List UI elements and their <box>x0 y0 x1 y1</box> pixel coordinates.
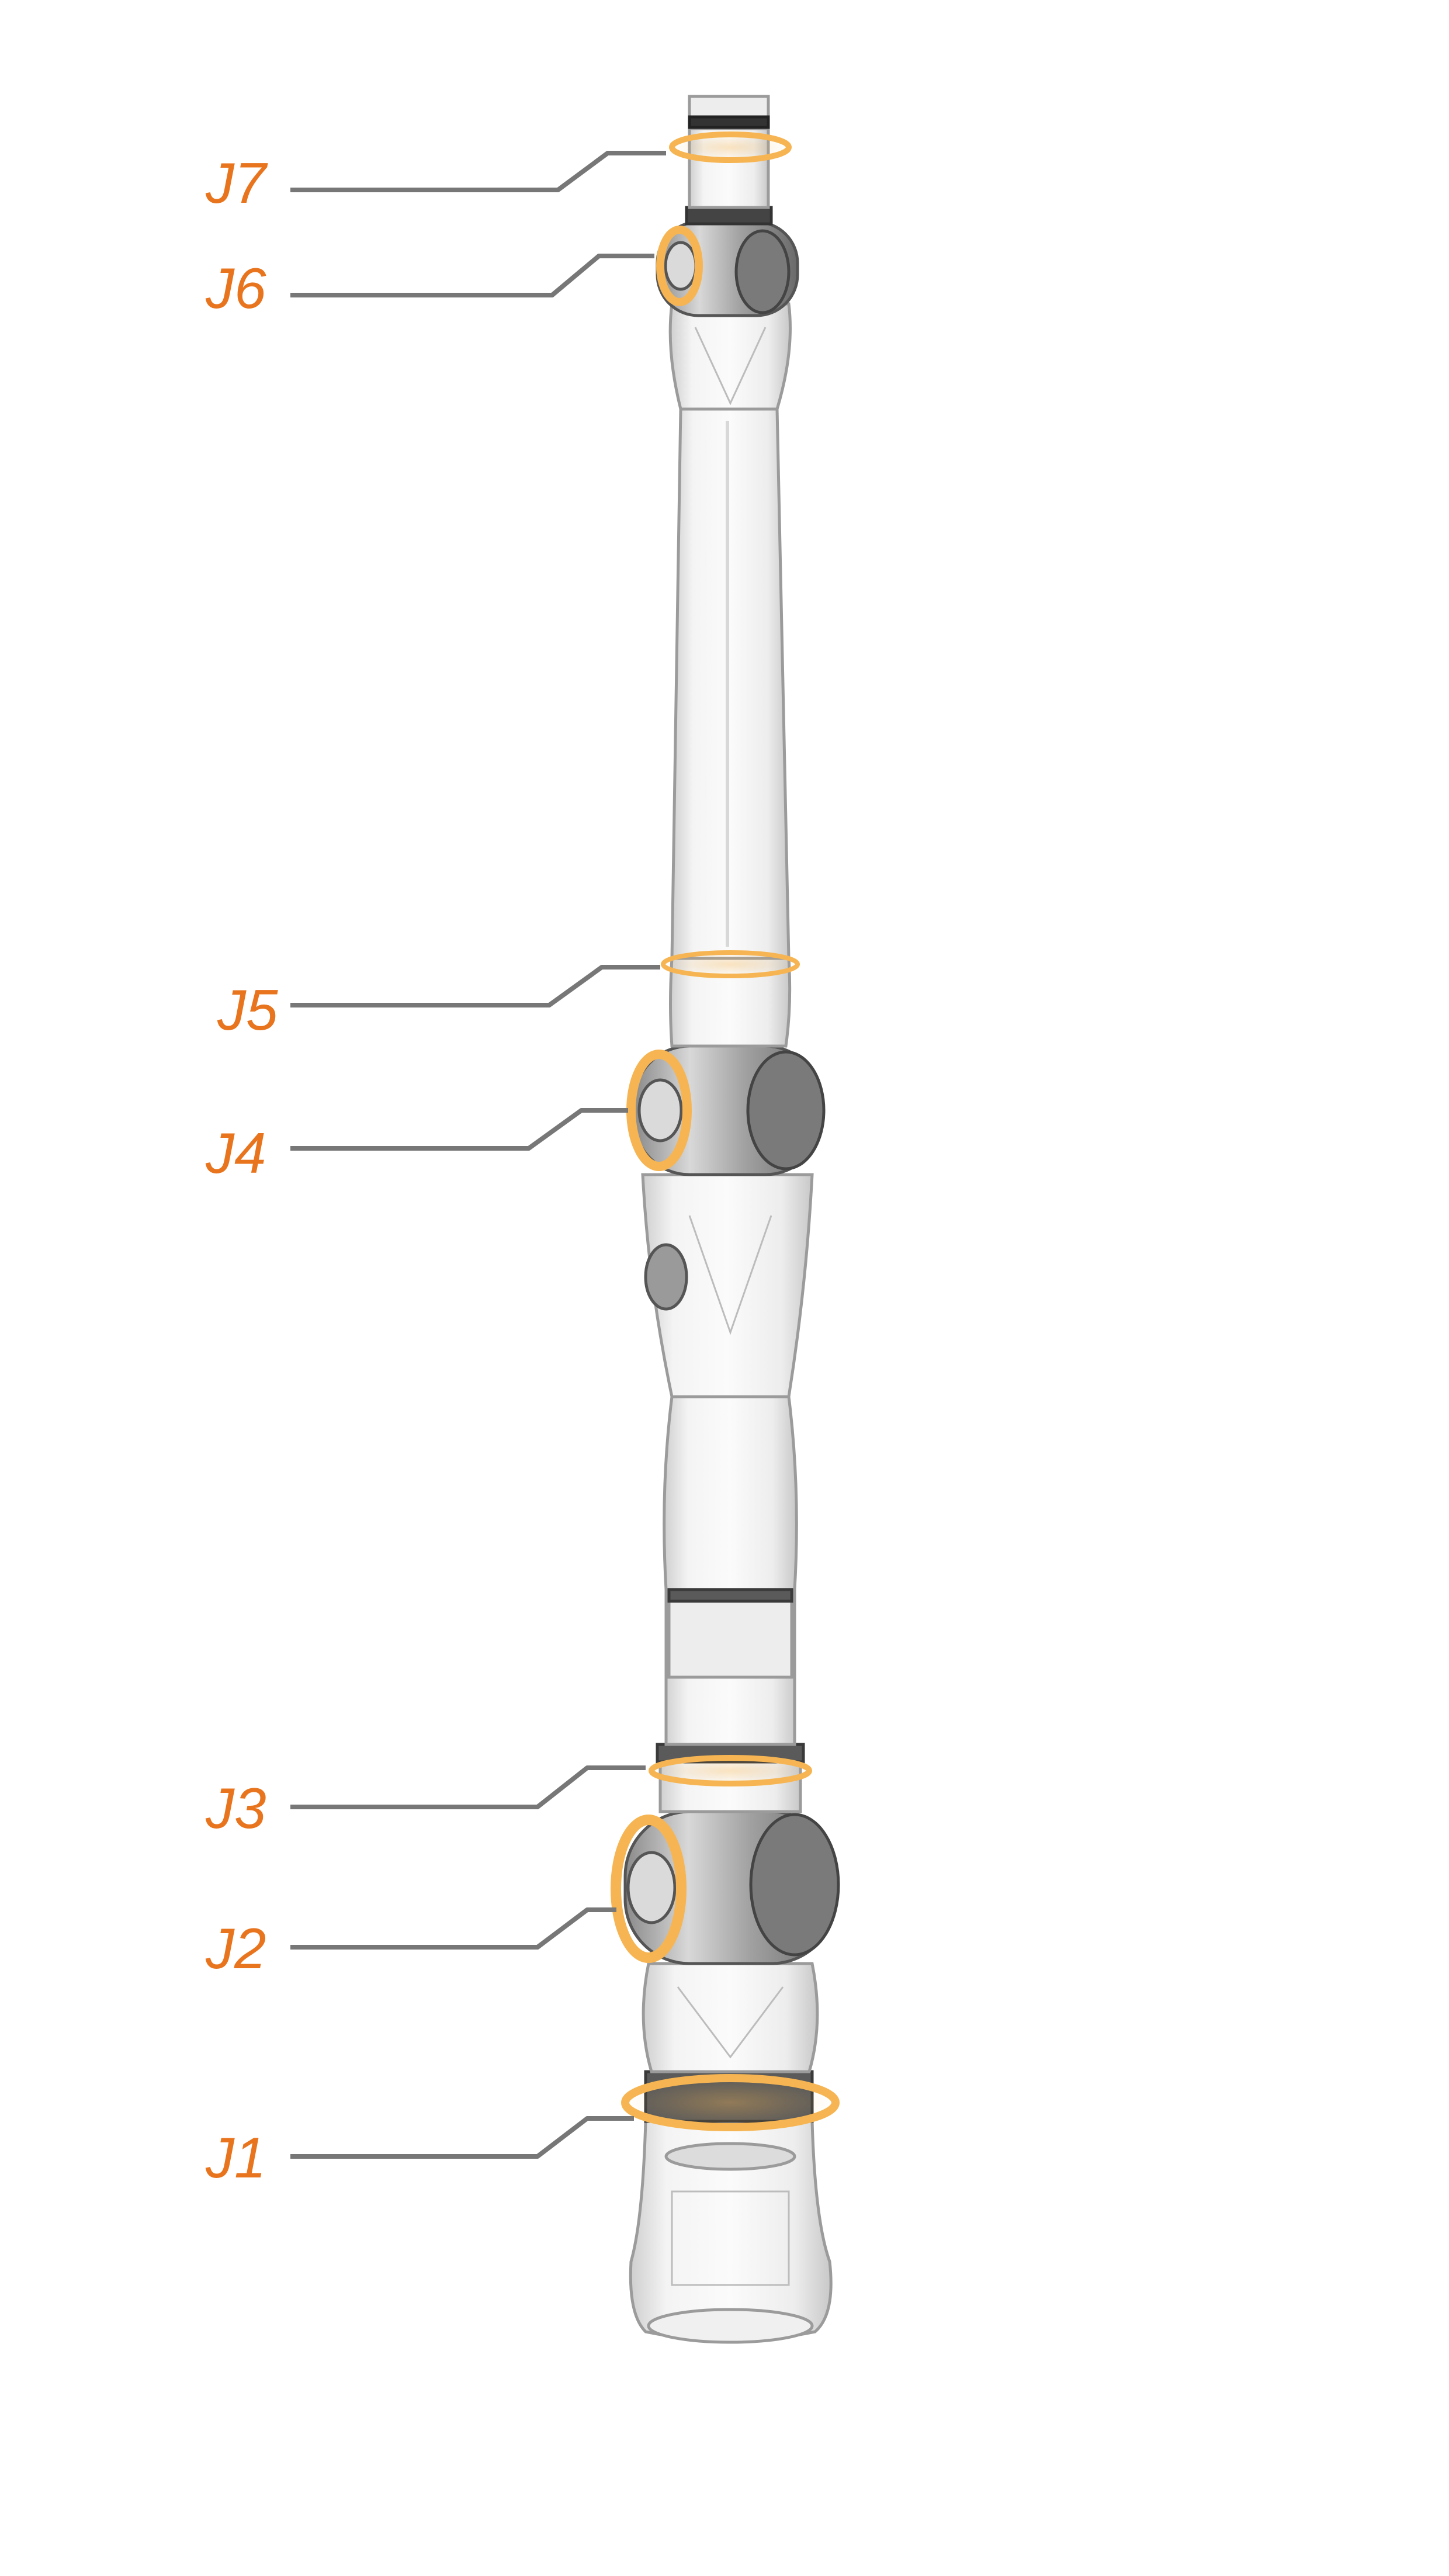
j1-ring <box>621 2074 840 2131</box>
j2-inner-cap <box>626 1851 677 1924</box>
j7-leader-line <box>290 151 666 192</box>
joint-label-j2: J2 <box>205 1916 266 1981</box>
joint-label-j6: J6 <box>205 256 266 320</box>
j4-inner-cap <box>637 1078 683 1142</box>
j7-flange-dark <box>685 206 773 226</box>
joint-highlights <box>611 131 840 2131</box>
joint-label-j4: J4 <box>205 1121 266 1185</box>
joint-label-j5: J5 <box>217 978 278 1042</box>
middle-link <box>663 1395 798 1746</box>
j1-leader-line <box>290 2116 634 2159</box>
j7-ring <box>669 131 792 163</box>
j5-ring <box>661 950 800 978</box>
base-bottom <box>647 2308 814 2344</box>
elbow-flare-detail <box>688 1215 772 1335</box>
j6-inner-cap <box>664 241 698 291</box>
wrist-flare-detail <box>694 327 767 406</box>
j3-leader-line <box>290 1765 646 1809</box>
j4-side-cap <box>746 1050 826 1171</box>
base-top-cap <box>664 2142 796 2171</box>
wrist-flare <box>668 302 792 411</box>
j6-side-cap <box>734 229 791 314</box>
joint-label-j3: J3 <box>205 1776 266 1840</box>
j2-leader-line <box>290 1907 616 1950</box>
j4-ring <box>626 1050 692 1171</box>
lower-link <box>642 1962 819 2073</box>
forearm-link <box>670 407 791 960</box>
j4-leader-line <box>290 1108 628 1151</box>
elbow-side-motor <box>644 1243 688 1311</box>
joint-labels: J7 J6 J5 J4 J3 J2 J1 <box>205 151 278 2190</box>
j3-ring <box>649 1755 812 1786</box>
lower-link-detail <box>677 1986 784 2059</box>
j6-ring <box>656 226 703 306</box>
j6-leader-line <box>290 254 654 297</box>
j5-leader-line <box>290 965 660 1007</box>
tool-flange-stripe <box>688 115 770 129</box>
joint-label-j7: J7 <box>205 151 268 215</box>
middle-link-coupler-dark <box>667 1588 793 1603</box>
robot-arm <box>623 95 840 2344</box>
joint-label-j1: J1 <box>205 2125 266 2190</box>
base-inner-detail <box>671 2190 790 2286</box>
elbow-flare <box>641 1173 814 1398</box>
j2-side-cap <box>749 1813 840 1957</box>
j2-ring <box>611 1815 687 1963</box>
leader-lines <box>290 151 666 2159</box>
